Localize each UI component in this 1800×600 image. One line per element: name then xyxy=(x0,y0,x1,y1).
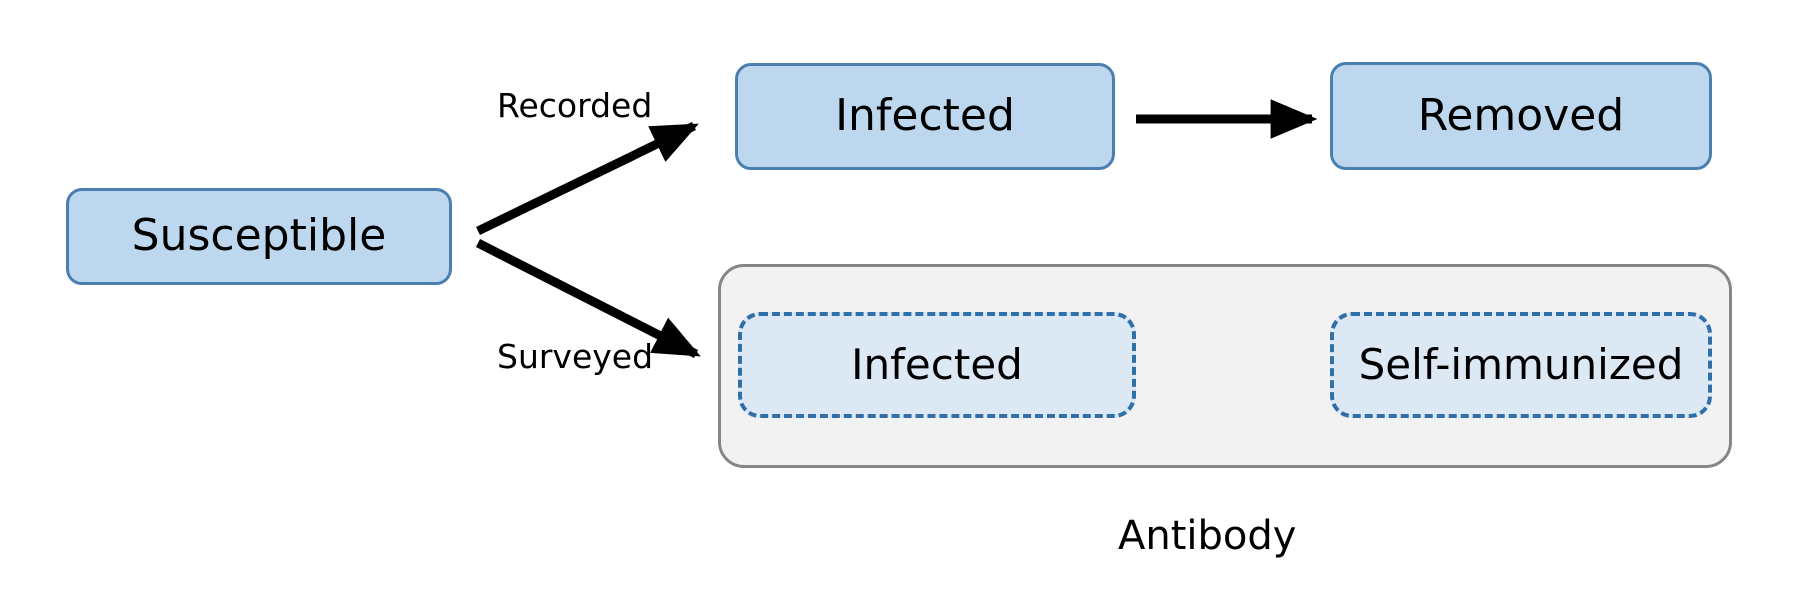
node-self-immunized-label: Self-immunized xyxy=(1358,339,1684,389)
node-infected-recorded-label: Infected xyxy=(835,90,1015,142)
antibody-group-caption: Antibody xyxy=(1118,513,1297,559)
node-infected-surveyed-label: Infected xyxy=(851,339,1023,389)
edge-label-recorded: Recorded xyxy=(497,86,653,125)
node-removed-label: Removed xyxy=(1417,89,1625,141)
node-susceptible[interactable]: Susceptible xyxy=(66,188,452,285)
node-removed[interactable]: Removed xyxy=(1330,62,1712,170)
node-infected-recorded[interactable]: Infected xyxy=(735,63,1115,170)
edge-label-surveyed: Surveyed xyxy=(497,337,654,376)
node-susceptible-label: Susceptible xyxy=(131,210,387,262)
arrow-susceptible-to-infected-recorded xyxy=(476,121,699,236)
node-self-immunized[interactable]: Self-immunized xyxy=(1330,312,1712,418)
node-infected-surveyed[interactable]: Infected xyxy=(738,312,1136,418)
